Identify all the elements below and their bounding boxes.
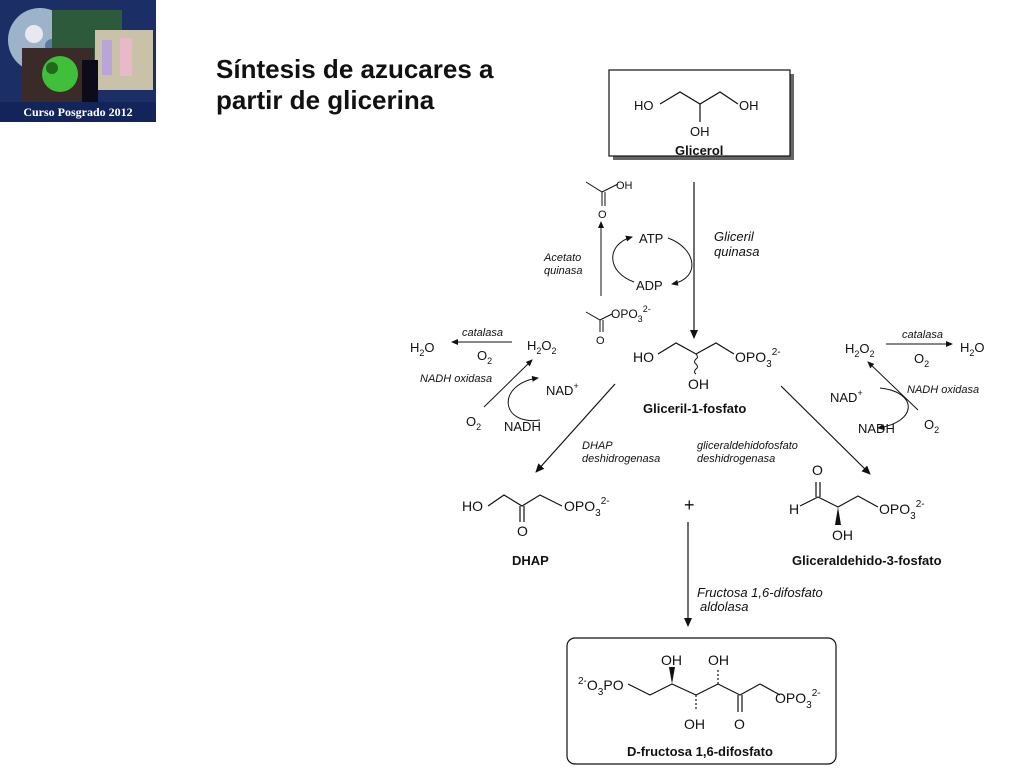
right-catalasa-label: catalasa bbox=[902, 329, 943, 341]
acetato-quinasa-label-2: quinasa bbox=[544, 265, 583, 277]
fbp-o-bottom: O bbox=[734, 716, 745, 732]
g3p-o-top: O bbox=[812, 462, 823, 478]
glicerol-oh-bottom: OH bbox=[690, 124, 710, 139]
dhap-deshidrogenasa-label-1: DHAP bbox=[582, 440, 613, 452]
g1p-structure: HO OPO32- OH Gliceril-1-fosfato bbox=[633, 342, 781, 416]
adp-regeneration-curve bbox=[612, 235, 635, 283]
fbp-box: 2-O3PO OH OH OPO32- OH O D-fructosa 1,6-… bbox=[566, 637, 837, 765]
adp-label: ADP bbox=[636, 278, 663, 293]
right-nad-to-nadh-curve bbox=[877, 387, 909, 431]
fbp-oh-bottom: OH bbox=[684, 716, 705, 732]
right-h2o2: H2O2 bbox=[845, 341, 875, 359]
left-catalasa-label: catalasa bbox=[462, 327, 503, 339]
slide-title: Síntesis de azucares a partir de gliceri… bbox=[216, 54, 493, 116]
g1p-phosphate-group: OPO32- bbox=[735, 347, 781, 370]
acetic-acid-bonds bbox=[585, 181, 619, 193]
right-o2-mid: O2 bbox=[914, 351, 929, 369]
acetato-quinasa-label-1: Acetato bbox=[543, 252, 581, 264]
fbp-box-frame bbox=[566, 637, 837, 765]
g3p-structure: O H OPO32- OH Gliceraldehido-3-fosfato bbox=[789, 462, 942, 568]
arrow-g1p-to-g3p bbox=[780, 385, 871, 475]
glicerol-oh-right: OH bbox=[739, 98, 759, 113]
right-o2-low: O2 bbox=[924, 417, 939, 435]
dhap-o: O bbox=[517, 523, 528, 539]
right-nadh-oxidase-arrow bbox=[867, 361, 919, 411]
glicerol-name: Glicerol bbox=[675, 143, 723, 158]
g3p-deshidrogenasa-label-1: gliceraldehidofosfato bbox=[697, 440, 798, 452]
acetyl-phosphate-group: OPO32- bbox=[611, 304, 651, 324]
left-nadh-oxidasa-label: NADH oxidasa bbox=[420, 373, 492, 385]
fbp-left-phosphate: 2-O3PO bbox=[578, 676, 624, 698]
g1p-bonds bbox=[657, 342, 735, 355]
dhap-bonds bbox=[487, 494, 563, 507]
fbp-name: D-fructosa 1,6-difosfato bbox=[627, 744, 773, 759]
g3p-wedge-bond bbox=[835, 507, 841, 525]
left-nadh: NADH bbox=[504, 419, 541, 434]
fbp-wedge-top-1 bbox=[669, 667, 675, 684]
acetyl-phosphate-bonds bbox=[585, 311, 613, 321]
aldolasa-label-1: Fructosa 1,6-difosfato bbox=[697, 585, 823, 600]
dhap-ho: HO bbox=[462, 498, 483, 514]
right-nad: NAD+ bbox=[830, 388, 863, 405]
left-h2o: H2O bbox=[410, 340, 435, 358]
aldolasa-label-2: aldolasa bbox=[700, 599, 748, 614]
acetic-acid-o: O bbox=[598, 209, 607, 221]
dhap-structure: HO OPO32- O DHAP bbox=[462, 494, 610, 568]
logo-collage-image bbox=[0, 0, 156, 122]
fbp-bonds bbox=[627, 683, 781, 696]
fbp-oh-top-1: OH bbox=[661, 652, 682, 668]
dhap-name: DHAP bbox=[512, 553, 549, 568]
glicerol-ho: HO bbox=[634, 98, 654, 113]
logo-caption: Curso Posgrado 2012 bbox=[0, 102, 156, 122]
g1p-oh: OH bbox=[688, 376, 709, 392]
dhap-phosphate-group: OPO32- bbox=[564, 496, 610, 519]
g1p-ho: HO bbox=[633, 349, 654, 365]
acetyl-phosphate: OPO32- O bbox=[585, 304, 651, 347]
right-nadh: NADH bbox=[858, 421, 895, 436]
left-nadh-to-nad-curve bbox=[507, 375, 541, 422]
g3p-name: Gliceraldehido-3-fosfato bbox=[792, 553, 942, 568]
title-line-2: partir de glicerina bbox=[216, 85, 435, 115]
right-nadh-oxidasa-label: NADH oxidasa bbox=[907, 384, 979, 396]
acetyl-phosphate-o: O bbox=[596, 335, 605, 347]
g3p-deshidrogenasa-label-2: deshidrogenasa bbox=[697, 453, 775, 465]
g1p-name: Gliceril-1-fosfato bbox=[643, 401, 746, 416]
left-o2-mid: O2 bbox=[477, 348, 492, 366]
arrow-g1p-to-dhap bbox=[535, 383, 616, 473]
g3p-phosphate-group: OPO32- bbox=[879, 499, 925, 522]
right-h2o: H2O bbox=[960, 340, 985, 358]
gliceril-quinasa-label-2: quinasa bbox=[714, 244, 760, 259]
left-nad: NAD+ bbox=[546, 381, 579, 398]
left-nadh-oxidase-arrow bbox=[483, 359, 533, 408]
title-line-1: Síntesis de azucares a bbox=[216, 54, 494, 84]
course-logo: Curso Posgrado 2012 bbox=[0, 0, 156, 122]
left-h2o2: H2O2 bbox=[527, 338, 557, 356]
dhap-deshidrogenasa-label-2: deshidrogenasa bbox=[582, 453, 660, 465]
acetic-acid: OH O bbox=[585, 180, 633, 221]
right-cofactor-cycle: H2O2 catalasa H2O O2 NADH oxidasa NAD+ N… bbox=[830, 329, 985, 436]
left-o2-low: O2 bbox=[466, 414, 481, 432]
glicerol-box: HO OH OH Glicerol bbox=[608, 69, 794, 160]
g3p-bonds bbox=[799, 495, 879, 508]
left-cofactor-cycle: H2O catalasa O2 H2O2 NADH oxidasa O2 NAD… bbox=[410, 327, 579, 434]
fbp-oh-top-2: OH bbox=[708, 652, 729, 668]
g3p-h: H bbox=[789, 501, 799, 517]
gliceril-quinasa-label-1: Gliceril bbox=[714, 229, 755, 244]
g1p-wavy-bond bbox=[694, 353, 698, 375]
plus-sign: + bbox=[684, 495, 695, 515]
atp-to-adp-curve bbox=[667, 237, 693, 286]
fbp-right-phosphate: OPO32- bbox=[775, 688, 821, 711]
g3p-oh: OH bbox=[832, 527, 853, 543]
acetic-acid-oh: OH bbox=[616, 180, 633, 192]
atp-label: ATP bbox=[639, 231, 663, 246]
